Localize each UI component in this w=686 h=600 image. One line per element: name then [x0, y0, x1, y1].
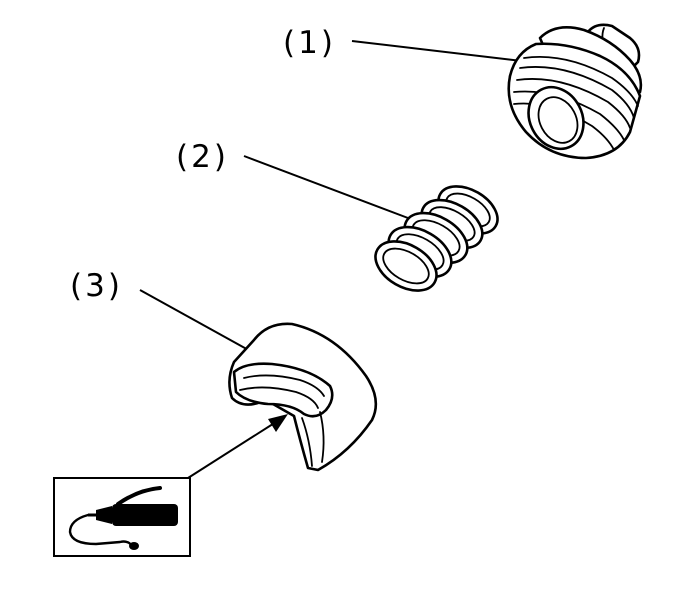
leader-line-1 — [351, 40, 531, 63]
grease-application-indicator — [53, 414, 288, 557]
grease-gun-icon — [68, 486, 178, 550]
coil-spring — [374, 185, 499, 292]
callout-3-label: (3) — [70, 268, 123, 304]
callout-2: (2) — [176, 139, 409, 219]
leader-line-2 — [243, 155, 409, 219]
grease-arrow-line — [187, 421, 277, 479]
callout-3: (3) — [70, 268, 253, 353]
callout-1-label: (1) — [283, 25, 336, 61]
seat-piece — [228, 322, 378, 472]
grease-arrow-head — [268, 414, 288, 432]
callout-1: (1) — [283, 25, 531, 63]
callout-2-label: (2) — [176, 139, 229, 175]
threaded-plug — [507, 23, 643, 160]
leader-line-3 — [139, 289, 253, 353]
